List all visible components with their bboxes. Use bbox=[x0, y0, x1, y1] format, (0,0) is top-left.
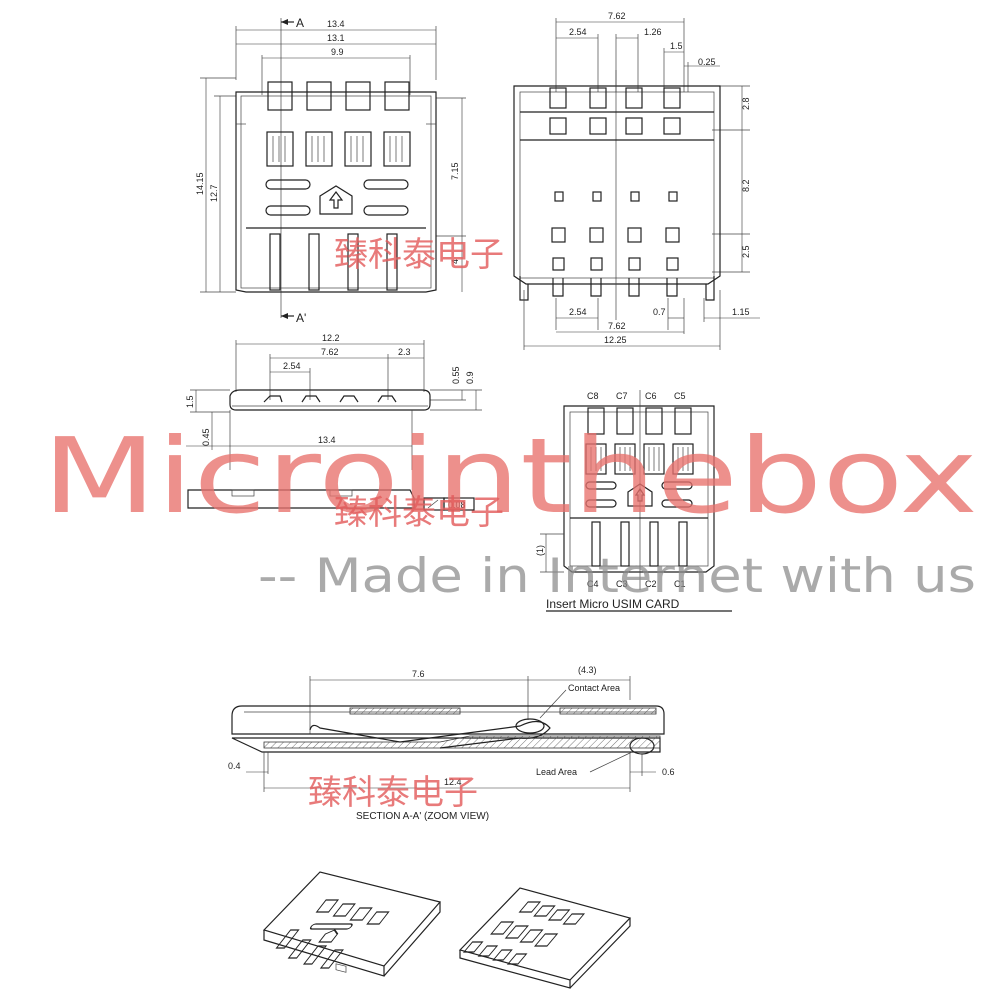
card-contact-tabs bbox=[585, 407, 694, 475]
section-d1-label: 7.6 bbox=[412, 669, 425, 679]
pcb-top-pads bbox=[549, 87, 681, 135]
top-h2-label: 12.7 bbox=[209, 184, 219, 202]
contact-label-c1: C1 bbox=[674, 579, 686, 589]
pcb-p4-label: 0.25 bbox=[698, 57, 716, 67]
section-view: 7.6 (4.3) Contact Area 0.4 12.4 0.6 Lead… bbox=[228, 665, 675, 822]
card-caption: Insert Micro USIM CARD bbox=[546, 597, 680, 611]
top-view: 13.4 13.1 9.9 A A' 14.15 12.7 7.15 4 bbox=[195, 16, 466, 325]
side-h3-label: 1.5 bbox=[185, 395, 195, 408]
pcb-b2-label: 0.7 bbox=[653, 307, 666, 317]
side-h4-label: 0.45 bbox=[201, 428, 211, 446]
section-d4-label: 12.4 bbox=[444, 777, 462, 787]
side-h1-label: 0.55 bbox=[451, 366, 461, 384]
top-h4-label: 4 bbox=[450, 259, 460, 264]
side-w4-label: 2.3 bbox=[398, 347, 411, 357]
section-d3-label: 0.4 bbox=[228, 761, 241, 771]
pcb-b3-label: 7.62 bbox=[608, 321, 626, 331]
lead-area-label: Lead Area bbox=[536, 767, 577, 777]
top-h1-label: 14.15 bbox=[195, 172, 205, 195]
watermark-cn-2: 臻科泰电子 bbox=[334, 493, 504, 533]
top-h3-label: 7.15 bbox=[450, 162, 460, 180]
side-h2-label: 0.9 bbox=[465, 371, 475, 384]
watermark-tagline: -- Made in Internet with us bbox=[258, 549, 976, 604]
watermark-brand: Microinthebox bbox=[42, 415, 978, 537]
watermark-cn-1: 臻科泰电子 bbox=[334, 235, 504, 275]
section-d5-label: 0.6 bbox=[662, 767, 675, 777]
top-w3-label: 9.9 bbox=[331, 47, 344, 57]
side-w1-label: 12.2 bbox=[322, 333, 340, 343]
isometric-view-top bbox=[262, 871, 442, 977]
pcb-top-label: 7.62 bbox=[608, 11, 626, 21]
side-w3-label: 2.54 bbox=[283, 361, 301, 371]
side-flatness-label: 0.08 bbox=[448, 500, 466, 510]
pcb-p2-label: 1.26 bbox=[644, 27, 662, 37]
pcb-r3-label: 2.5 bbox=[741, 245, 751, 258]
pcb-r2-label: 8.2 bbox=[741, 179, 751, 192]
watermark-cn-3: 臻科泰电子 bbox=[308, 773, 478, 813]
isometric-view-bottom bbox=[458, 887, 632, 989]
pcb-b1-label: 2.54 bbox=[569, 307, 587, 317]
pcb-b4-label: 12.25 bbox=[604, 335, 627, 345]
pcb-layout-view: 7.62 2.54 1.26 1.5 0.25 2.8 8.2 2.5 bbox=[513, 11, 760, 350]
pcb-p3-label: 1.5 bbox=[670, 41, 683, 51]
card-bottom-leads bbox=[591, 521, 688, 567]
side-view: 12.2 7.62 2.54 2.3 0.55 0.9 1.5 0.45 13.… bbox=[185, 333, 482, 511]
side-w2-label: 7.62 bbox=[321, 347, 339, 357]
insert-arrow-icon bbox=[319, 185, 353, 215]
side-w5-label: 13.4 bbox=[318, 435, 336, 445]
contact-label-c2: C2 bbox=[645, 579, 657, 589]
contact-label-c8: C8 bbox=[587, 391, 599, 401]
card-inserted-view: C8 C7 C6 C5 bbox=[535, 390, 732, 612]
pcb-holes bbox=[551, 191, 680, 271]
bottom-leads bbox=[269, 233, 398, 291]
section-a-marker: A bbox=[296, 16, 304, 30]
section-d2-label: (4.3) bbox=[578, 665, 597, 675]
pcb-b5-label: 1.15 bbox=[732, 307, 750, 317]
contact-label-c7: C7 bbox=[616, 391, 628, 401]
section-caption: SECTION A-A' (ZOOM VIEW) bbox=[356, 811, 489, 822]
top-contact-tabs bbox=[267, 81, 410, 111]
contact-label-c4: C4 bbox=[587, 579, 599, 589]
contact-label-c6: C6 bbox=[645, 391, 657, 401]
contact-windows bbox=[266, 131, 411, 167]
contact-label-c5: C5 bbox=[674, 391, 686, 401]
card-dim-label: (1) bbox=[535, 545, 545, 556]
pcb-p1-label: 2.54 bbox=[569, 27, 587, 37]
top-w1-label: 13.4 bbox=[327, 19, 345, 29]
pcb-r1-label: 2.8 bbox=[741, 97, 751, 110]
section-a-prime-marker: A' bbox=[296, 311, 306, 325]
watermark: Microinthebox -- Made in Internet with u… bbox=[42, 235, 978, 813]
contact-label-c3: C3 bbox=[616, 579, 628, 589]
top-w2-label: 13.1 bbox=[327, 33, 345, 43]
contact-area-label: Contact Area bbox=[568, 683, 620, 693]
